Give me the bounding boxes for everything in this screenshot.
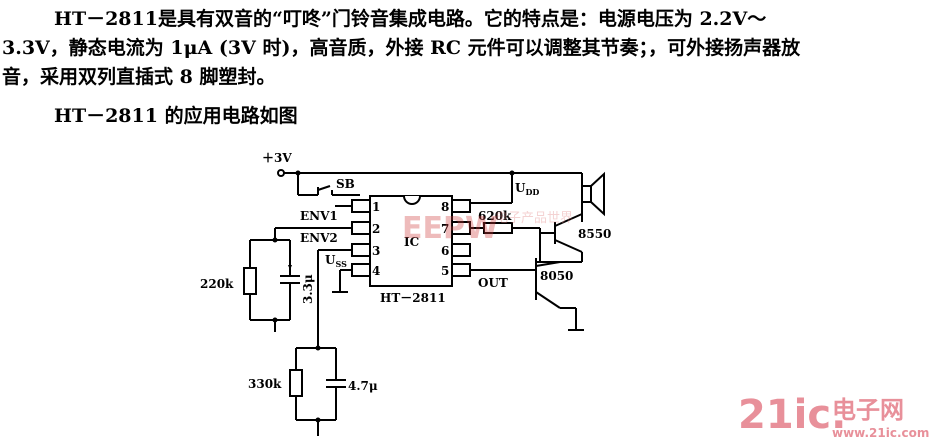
svg-text:EEPW: EEPW: [402, 211, 498, 246]
uss-label: USS: [325, 253, 347, 269]
pin-1-label: 1: [372, 200, 380, 214]
c33-label: 3.3μ: [301, 274, 315, 304]
switch-label: SB: [336, 177, 355, 191]
figure-caption: HT－2811 的应用电路如图: [54, 105, 298, 127]
speaker-icon: [581, 185, 592, 203]
ic-label: IC: [404, 235, 419, 249]
udd-label: UDD: [515, 181, 539, 197]
eepw-watermark: EEPW 电子产品世界: [402, 211, 573, 246]
pin-5-label: 5: [441, 264, 449, 278]
pin-3-label: 3: [372, 244, 380, 258]
c47-label: 4.7μ: [348, 379, 378, 393]
pin-8-label: 8: [441, 200, 449, 214]
resistor-330k: [289, 369, 303, 397]
q8550-label: 8550: [578, 227, 611, 241]
paragraph-line-1: HT－2811是具有双音的“叮咚”门铃音集成电路。它的特点是：电源电压为 2.2…: [54, 8, 767, 30]
site-logo-text: 21ic.: [738, 392, 846, 438]
env1-label: ENV1: [300, 209, 338, 223]
paragraph-line-3: 音，采用双列直插式 8 脚塑封。: [2, 66, 276, 88]
pin-2-label: 2: [372, 222, 380, 236]
svg-text:电子产品世界: 电子产品世界: [495, 211, 573, 226]
out-label: OUT: [478, 276, 508, 290]
r330-label: 330k: [248, 377, 282, 391]
ic-body: [369, 195, 453, 287]
site-brand-text: 电子网: [832, 396, 904, 424]
supply-label: ＋3V: [262, 151, 292, 165]
pin-4-label: 4: [372, 264, 380, 278]
r220-label: 220k: [200, 277, 234, 291]
paragraph-line-2: 3.3V，静态电流为 1μA (3V 时)，高音质，外接 RC 元件可以调整其节…: [2, 37, 801, 59]
pin-7-label: 7: [441, 222, 449, 236]
supply-terminal: [277, 169, 285, 177]
pin-6-label: 6: [441, 244, 449, 258]
site-url-text: www.21ic.com: [832, 426, 929, 440]
site-watermark: 21ic. 电子网 www.21ic.com: [738, 392, 929, 440]
env2-label: ENV2: [300, 231, 338, 245]
q8050-label: 8050: [540, 269, 573, 283]
resistor-220k: [243, 267, 257, 295]
r620-label: 620k: [478, 209, 512, 223]
chip-name-label: HT－2811: [380, 291, 446, 305]
